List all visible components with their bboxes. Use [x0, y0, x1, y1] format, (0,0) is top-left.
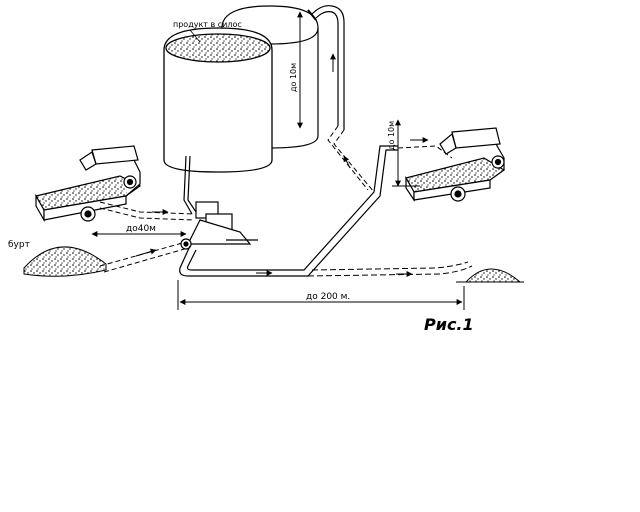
silo-feed-pipe	[307, 5, 345, 130]
main-distance-label: до 200 м.	[306, 292, 350, 302]
silo-top-leader	[189, 29, 201, 43]
silo-outlet-hose	[183, 155, 197, 215]
flow-arrow-riser	[343, 155, 351, 169]
truck-right-hose	[397, 145, 453, 159]
figure-caption: Рис.1	[424, 315, 474, 334]
truck-right	[405, 127, 506, 202]
silo-height-label: до 10м	[289, 63, 298, 92]
grain-pile-right	[456, 268, 524, 283]
pile-label: бурт	[8, 240, 30, 250]
truck-distance-label: до40м	[126, 224, 156, 234]
truck-left-hose	[99, 201, 195, 221]
pipe-to-right-pile	[307, 261, 473, 277]
truck-height-label: до 10м	[387, 121, 396, 150]
truck-left	[35, 145, 142, 223]
truck-height-dimension	[392, 119, 420, 187]
pile-intake-hose	[99, 241, 189, 273]
grain-pile-left	[23, 246, 107, 277]
pipe-to-silo	[327, 125, 375, 193]
main-pipeline	[179, 145, 398, 277]
silo-top-label: продукт в силос	[173, 20, 242, 29]
flow-arrow-pile	[135, 248, 157, 257]
silo-front	[163, 27, 273, 173]
pneumatic-unit	[180, 201, 258, 250]
main-distance-dimension	[177, 280, 465, 310]
